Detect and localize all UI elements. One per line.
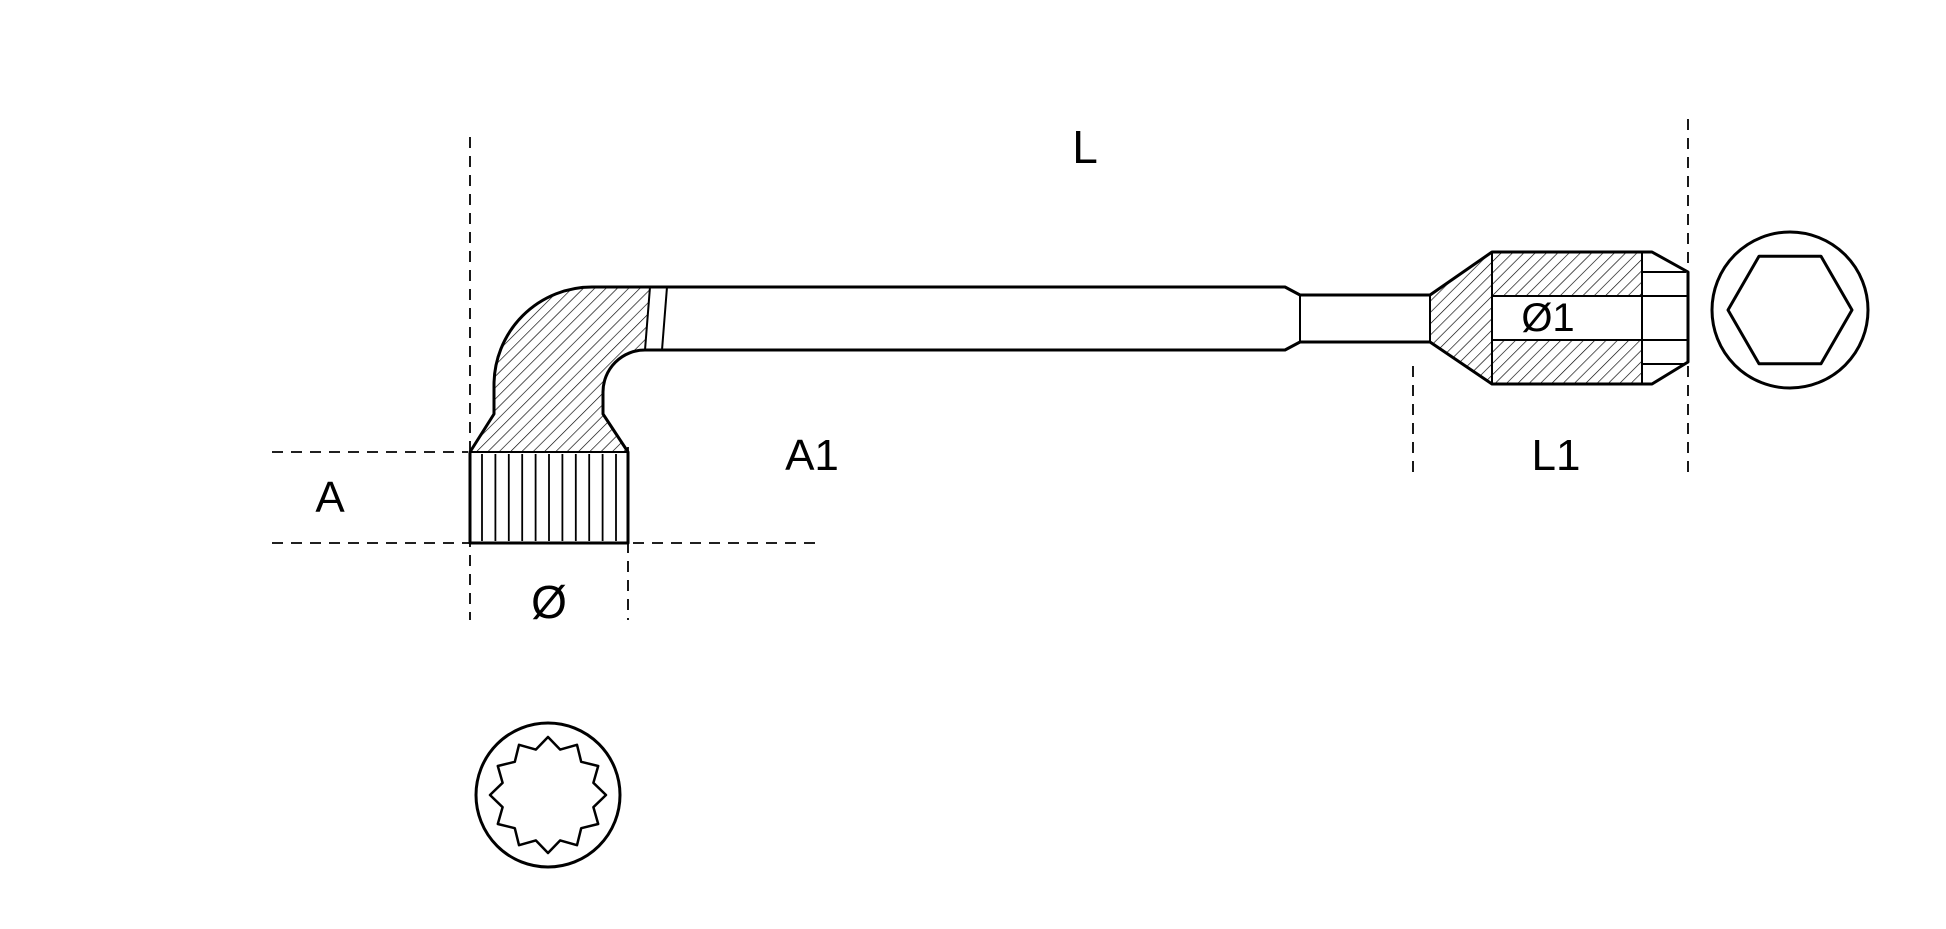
elbow-separator-line-2	[661, 286, 668, 351]
hatch-head-bottom-wall	[1492, 340, 1642, 384]
socket-spline-lines	[481, 454, 617, 541]
hatch-head-top-wall	[1492, 252, 1642, 296]
elbow-separator-line-1	[644, 286, 651, 351]
hatch-head-cone	[1430, 252, 1492, 384]
end-view-hex-profile	[1726, 254, 1854, 366]
hatch-elbow-section	[470, 287, 650, 452]
label-a: A	[315, 473, 345, 522]
end-view-hex-outer-circle	[1710, 230, 1870, 390]
wrench-side-view	[468, 250, 1690, 545]
end-view-12pt-profile	[488, 735, 608, 855]
socket-end-view-12pt	[474, 721, 622, 869]
wrench-detail-lines	[470, 252, 1688, 453]
dimension-labels: L A A1 Ø Ø1 L1	[315, 121, 1580, 628]
end-view-12pt-outer-circle	[474, 721, 622, 869]
label-diameter1: Ø1	[1521, 296, 1574, 340]
label-l1: L1	[1532, 431, 1581, 480]
label-total-length: L	[1072, 121, 1098, 173]
label-diameter: Ø	[531, 576, 567, 628]
socket-end-view-hex	[1710, 230, 1870, 390]
label-a1: A1	[785, 431, 839, 480]
